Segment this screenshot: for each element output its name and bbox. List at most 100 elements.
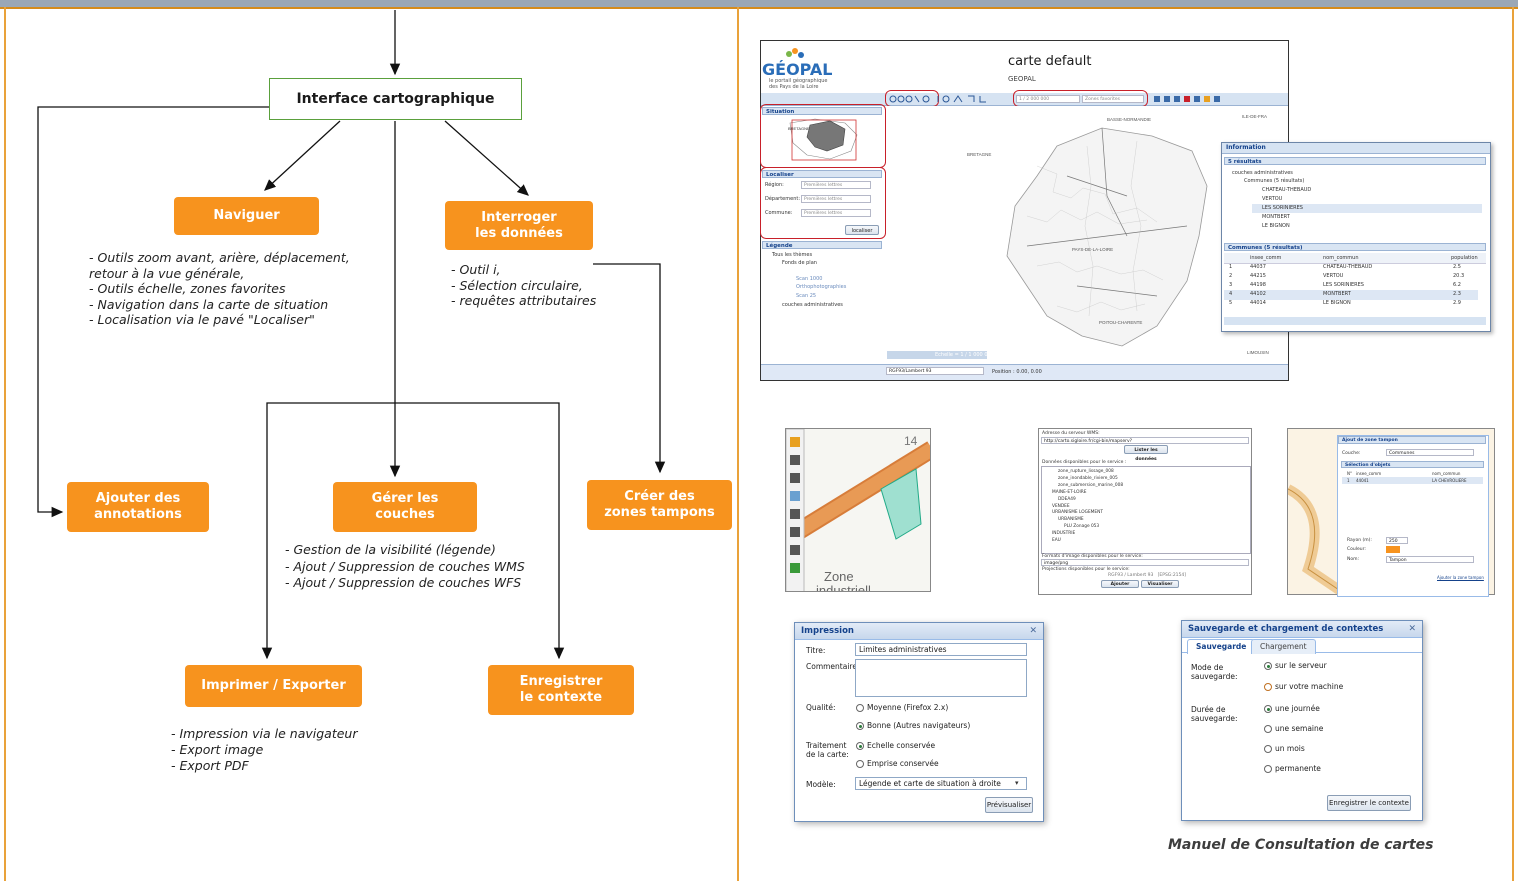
- favorite-zones-select[interactable]: Zones favorites: [1082, 95, 1144, 103]
- grid-cell[interactable]: 44037: [1250, 264, 1266, 270]
- list-data-button[interactable]: Lister les données: [1124, 445, 1168, 462]
- mode-serveur-radio[interactable]: [1264, 662, 1272, 670]
- row-selection: [1224, 290, 1478, 300]
- svg-text:BRETAGNE: BRETAGNE: [788, 126, 810, 131]
- close-icon[interactable]: ✕: [1408, 624, 1416, 634]
- grid-cell[interactable]: 1: [1229, 264, 1233, 270]
- naviguer-box: Naviguer: [174, 197, 319, 235]
- buffer-add-button[interactable]: Ajouter la zone tampon: [1437, 575, 1484, 580]
- region-input[interactable]: Premières lettres: [801, 181, 871, 189]
- tree-root[interactable]: couches administratives: [1232, 170, 1293, 176]
- echelle-radio[interactable]: [856, 742, 864, 750]
- tab-chargement[interactable]: Chargement: [1251, 639, 1316, 654]
- qualite-moyenne-radio[interactable]: [856, 704, 864, 712]
- buffer-dialog: [1337, 435, 1489, 597]
- wms-layer-item[interactable]: DDEA49: [1058, 496, 1076, 502]
- buffer-row-insee[interactable]: 44041: [1356, 478, 1369, 483]
- duree-journee-radio[interactable]: [1264, 705, 1272, 713]
- duree-mois-radio[interactable]: [1264, 745, 1272, 753]
- grid-cell[interactable]: 44102: [1250, 291, 1266, 297]
- tree-sub[interactable]: Communes (5 résultats): [1244, 178, 1305, 184]
- wms-layer-item[interactable]: URBANISME: [1058, 517, 1084, 523]
- duree-permanente-label: permanente: [1275, 764, 1321, 773]
- tree-item[interactable]: VERTOU: [1262, 196, 1283, 202]
- situation-panel-header: Situation: [762, 107, 882, 115]
- grid-cell[interactable]: CHATEAU-THEBAUD: [1323, 264, 1373, 270]
- departement-input[interactable]: Premières lettres: [801, 195, 871, 203]
- previsualiser-button[interactable]: Prévisualiser: [985, 797, 1033, 813]
- grid-cell[interactable]: MONTBERT: [1323, 291, 1351, 297]
- tree-item[interactable]: LE BIGNON: [1262, 223, 1290, 229]
- grid-cell[interactable]: 4: [1229, 291, 1233, 297]
- grid-cell[interactable]: 2: [1229, 273, 1233, 279]
- legend-item[interactable]: couches administratives: [782, 302, 843, 308]
- commentaire-textarea[interactable]: [855, 659, 1027, 697]
- situation-minimap[interactable]: BRETAGNE: [785, 115, 865, 165]
- wms-layer-item[interactable]: zone_submersion_marine_008: [1058, 482, 1124, 488]
- wms-layer-item[interactable]: PLU Zonage 053: [1064, 524, 1100, 530]
- buffer-rayon-input[interactable]: 250: [1386, 537, 1408, 544]
- duree-mois-label: un mois: [1275, 744, 1305, 753]
- titre-input[interactable]: Limites administratives: [855, 643, 1027, 656]
- wms-layer-list[interactable]: [1041, 466, 1251, 554]
- wms-layer-item[interactable]: MAINE-ET-LOIRE: [1052, 489, 1087, 495]
- duree-semaine-radio[interactable]: [1264, 725, 1272, 733]
- legend-item[interactable]: Orthophotographies: [796, 284, 847, 290]
- scale-select[interactable]: 1 / 2 000 000: [1016, 95, 1080, 103]
- emprise-radio[interactable]: [856, 760, 864, 768]
- projection-select[interactable]: RGF93/Lambert 93: [886, 367, 984, 375]
- buffer-couche-select[interactable]: Communes: [1386, 449, 1474, 456]
- grid-cell[interactable]: 2.5: [1453, 264, 1461, 270]
- wms-add-button[interactable]: Ajouter: [1101, 580, 1139, 588]
- buffer-color-swatch[interactable]: [1386, 546, 1400, 553]
- legend-item[interactable]: Scan 25: [796, 293, 817, 299]
- wms-layer-item[interactable]: zone_inondable_riviere_005: [1058, 475, 1118, 481]
- tree-item[interactable]: LES SORINIERES: [1262, 205, 1303, 211]
- wms-layer-item[interactable]: INDUSTRIE: [1052, 531, 1076, 537]
- localiser-button[interactable]: localiser: [845, 225, 879, 235]
- buffer-nom-input[interactable]: Tampon: [1386, 556, 1474, 563]
- enregistrer-contexte-button[interactable]: Enregistrer le contexte: [1327, 795, 1411, 811]
- modele-select[interactable]: Légende et carte de situation à droite: [855, 777, 1027, 790]
- information-window: Information: [1221, 142, 1491, 332]
- grid-cell[interactable]: 44198: [1250, 282, 1266, 288]
- col-population: population: [1451, 255, 1478, 261]
- wms-view-button[interactable]: Visualiser: [1141, 580, 1179, 588]
- chevron-down-icon[interactable]: ▾: [1015, 779, 1019, 787]
- grid-cell[interactable]: 2.9: [1453, 300, 1461, 306]
- legend-item[interactable]: Fonds de plan: [782, 260, 817, 266]
- grid-cell[interactable]: 2.3: [1453, 291, 1461, 297]
- wms-layer-item[interactable]: zone_rupture_lissage_008: [1058, 469, 1114, 474]
- grid-cell[interactable]: VERTOU: [1323, 273, 1344, 279]
- legend-item[interactable]: Tous les thèmes: [772, 252, 813, 258]
- wms-layer-item[interactable]: VENDEE: [1052, 503, 1070, 509]
- wms-server-input[interactable]: http://carto.sigloire.fr/cgi-bin/mapserv…: [1041, 437, 1249, 444]
- map-label: PAYS-DE-LA-LOIRE: [1072, 247, 1113, 252]
- tree-item[interactable]: CHATEAU-THEBAUD: [1262, 187, 1312, 193]
- grid-cell[interactable]: 20.3: [1453, 273, 1465, 279]
- grid-cell[interactable]: 5: [1229, 300, 1233, 306]
- commune-input[interactable]: Premières lettres: [801, 209, 871, 217]
- buffer-row-n[interactable]: 1: [1347, 478, 1350, 483]
- mode-machine-radio[interactable]: [1264, 683, 1272, 691]
- grid-cell[interactable]: LES SORINIERES: [1323, 282, 1364, 288]
- grid-cell[interactable]: LE BIGNON: [1323, 300, 1351, 306]
- duree-permanente-radio[interactable]: [1264, 765, 1272, 773]
- grid-cell[interactable]: 3: [1229, 282, 1233, 288]
- grid-cell[interactable]: 6.2: [1453, 282, 1461, 288]
- legend-item[interactable]: Scan 1000: [796, 276, 823, 282]
- grid-header: Communes (5 résultats): [1224, 243, 1486, 251]
- close-icon[interactable]: ✕: [1029, 626, 1037, 636]
- wms-layer-item[interactable]: EAU: [1052, 538, 1061, 543]
- emprise-label: Emprise conservée: [867, 759, 939, 768]
- wms-format-select[interactable]: image/png: [1041, 559, 1249, 566]
- grid-scrollbar[interactable]: [1224, 317, 1486, 325]
- buffer-row-nom[interactable]: LA CHEVROLIERE: [1432, 478, 1467, 483]
- scale-bar: [887, 351, 987, 359]
- grid-cell[interactable]: 44215: [1250, 273, 1266, 279]
- qualite-bonne-radio[interactable]: [856, 722, 864, 730]
- wms-layer-item[interactable]: URBANISME LOGEMENT: [1052, 510, 1103, 516]
- grid-cell[interactable]: 44014: [1250, 300, 1266, 306]
- tree-item[interactable]: MONTBERT: [1262, 214, 1290, 220]
- tab-sauvegarde[interactable]: Sauvegarde: [1187, 639, 1256, 654]
